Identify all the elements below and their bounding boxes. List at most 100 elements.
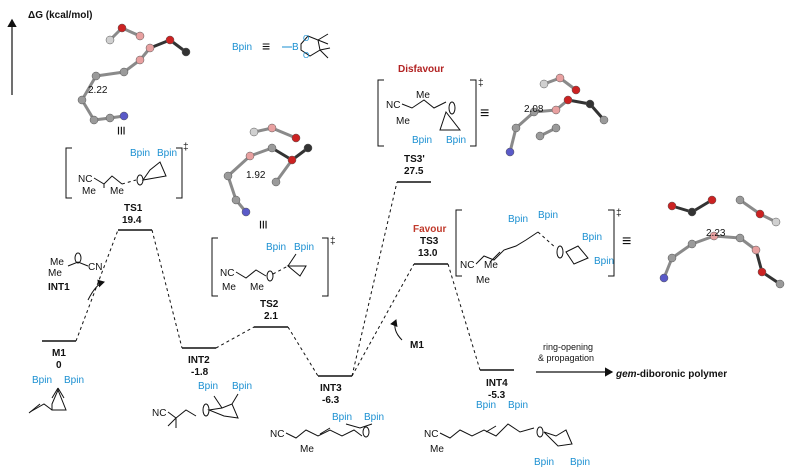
svg-text:Bpin: Bpin bbox=[157, 148, 177, 159]
label-ts3: TS3 bbox=[420, 236, 439, 247]
svg-text:Me: Me bbox=[82, 186, 96, 197]
svg-text:Bpin: Bpin bbox=[508, 214, 528, 225]
product-prefix: gem bbox=[615, 369, 637, 380]
energy-ts1: 19.4 bbox=[122, 215, 142, 226]
energy-levels bbox=[42, 181, 514, 377]
svg-text:Bpin: Bpin bbox=[32, 375, 52, 386]
m1-structure: Bpin Bpin bbox=[28, 375, 84, 414]
svg-text:NC: NC bbox=[460, 260, 474, 271]
svg-text:Bpin: Bpin bbox=[198, 381, 218, 392]
svg-text:Me: Me bbox=[300, 444, 314, 455]
svg-text:Bpin: Bpin bbox=[582, 232, 602, 243]
svg-text:Me: Me bbox=[484, 260, 498, 271]
svg-text:Me: Me bbox=[110, 186, 124, 197]
svg-text:CN: CN bbox=[88, 262, 102, 273]
label-int4: INT4 bbox=[486, 378, 508, 389]
bpin-legend: Bpin ≡ B O O bbox=[232, 33, 331, 60]
svg-text:Bpin: Bpin bbox=[538, 210, 558, 221]
dist-ts1: 2.22 bbox=[88, 85, 108, 96]
product-suffix: -diboronic polymer bbox=[637, 369, 728, 380]
svg-text:Bpin: Bpin bbox=[64, 375, 84, 386]
svg-text:Me: Me bbox=[476, 275, 490, 286]
svg-text:Bpin: Bpin bbox=[232, 381, 252, 392]
svg-text:Me: Me bbox=[430, 444, 444, 455]
ts3-structure: ‡ Bpin Bpin NC Me Me Bpin Bpin bbox=[455, 208, 622, 286]
svg-text:Bpin: Bpin bbox=[446, 135, 466, 146]
svg-text:Me: Me bbox=[416, 90, 430, 101]
ring-opening-line2: & propagation bbox=[538, 353, 594, 363]
energy-m1: 0 bbox=[56, 360, 62, 371]
int1-arrow bbox=[87, 279, 105, 301]
svg-text:Me: Me bbox=[50, 257, 64, 268]
int1-structure: Me Me CN INT1 bbox=[48, 252, 102, 293]
m1-attack-arrow bbox=[390, 319, 403, 341]
svg-text:Me: Me bbox=[396, 116, 410, 127]
ring-opening-line1: ring-opening bbox=[543, 342, 593, 352]
legend-bpin-text: Bpin bbox=[232, 42, 252, 53]
disfavour-label: Disfavour bbox=[398, 64, 444, 75]
label-ts3p: TS3' bbox=[404, 154, 425, 165]
ts3-3d-model: 2.23 bbox=[659, 195, 785, 289]
energy-int3: -6.3 bbox=[322, 395, 340, 406]
svg-text:Me: Me bbox=[222, 282, 236, 293]
ts1-equiv: ≡ bbox=[112, 126, 129, 135]
ts1-structure: ‡ Bpin Bpin NC Me Me bbox=[65, 142, 189, 199]
int3-structure: Bpin Bpin NC Me bbox=[270, 412, 384, 455]
svg-text:‡: ‡ bbox=[616, 208, 622, 219]
dist-ts3p: 2.08 bbox=[524, 104, 544, 115]
ts2-structure: ‡ Bpin Bpin NC Me Me bbox=[211, 236, 336, 297]
m1-attack-label: M1 bbox=[410, 340, 424, 351]
svg-text:Bpin: Bpin bbox=[130, 148, 150, 159]
svg-text:O: O bbox=[303, 34, 309, 43]
ts3p-structure: ‡ NC Me Me Bpin Bpin bbox=[377, 78, 484, 147]
dist-ts2: 1.92 bbox=[246, 170, 266, 181]
product-label: gem-diboronic polymer bbox=[615, 369, 727, 380]
int4-structure: Bpin Bpin NC Me Bpin Bpin bbox=[424, 400, 590, 468]
label-ts1: TS1 bbox=[124, 203, 143, 214]
svg-text:Bpin: Bpin bbox=[294, 242, 314, 253]
energy-ts3p: 27.5 bbox=[404, 166, 424, 177]
energy-int2: -1.8 bbox=[191, 367, 209, 378]
svg-text:Bpin: Bpin bbox=[570, 457, 590, 468]
svg-text:Bpin: Bpin bbox=[266, 242, 286, 253]
ts3-equiv: ≡ bbox=[622, 233, 631, 250]
svg-text:‡: ‡ bbox=[478, 78, 484, 89]
energy-int4: -5.3 bbox=[488, 390, 506, 401]
svg-text:Bpin: Bpin bbox=[594, 256, 614, 267]
label-ts2: TS2 bbox=[260, 299, 279, 310]
svg-text:NC: NC bbox=[386, 100, 400, 111]
energy-ts2: 2.1 bbox=[264, 311, 278, 322]
svg-text:NC: NC bbox=[78, 174, 92, 185]
svg-text:Me: Me bbox=[48, 268, 62, 279]
svg-text:Bpin: Bpin bbox=[412, 135, 432, 146]
energy-connectors bbox=[75, 181, 481, 377]
ts2-equiv: ≡ bbox=[254, 220, 271, 229]
label-int2: INT2 bbox=[188, 355, 210, 366]
ts3p-equiv: ≡ bbox=[480, 105, 489, 122]
svg-text:B: B bbox=[292, 42, 299, 53]
svg-text:‡: ‡ bbox=[330, 236, 336, 247]
svg-text:Bpin: Bpin bbox=[364, 412, 384, 423]
state-labels: M1 0 TS1 19.4 INT2 -1.8 TS2 2.1 INT3 -6.… bbox=[52, 154, 508, 406]
favour-label: Favour bbox=[413, 224, 446, 235]
ts1-3d-model: 2.22 bbox=[77, 23, 191, 125]
label-int3: INT3 bbox=[320, 383, 342, 394]
svg-text:‡: ‡ bbox=[183, 142, 189, 153]
svg-text:Me: Me bbox=[250, 282, 264, 293]
svg-text:Bpin: Bpin bbox=[534, 457, 554, 468]
svg-text:NC: NC bbox=[270, 429, 284, 440]
label-int1: INT1 bbox=[48, 282, 70, 293]
svg-text:Bpin: Bpin bbox=[332, 412, 352, 423]
ts3p-3d-model: 2.08 bbox=[505, 73, 609, 157]
svg-text:Bpin: Bpin bbox=[508, 400, 528, 411]
dist-ts3: 2.23 bbox=[706, 228, 726, 239]
svg-text:Bpin: Bpin bbox=[476, 400, 496, 411]
svg-text:O: O bbox=[303, 51, 309, 60]
label-m1: M1 bbox=[52, 348, 66, 359]
int2-structure: Bpin Bpin NC bbox=[152, 381, 252, 428]
ts2-3d-model: 1.92 bbox=[223, 123, 313, 217]
svg-text:NC: NC bbox=[152, 408, 166, 419]
svg-text:NC: NC bbox=[424, 429, 438, 440]
